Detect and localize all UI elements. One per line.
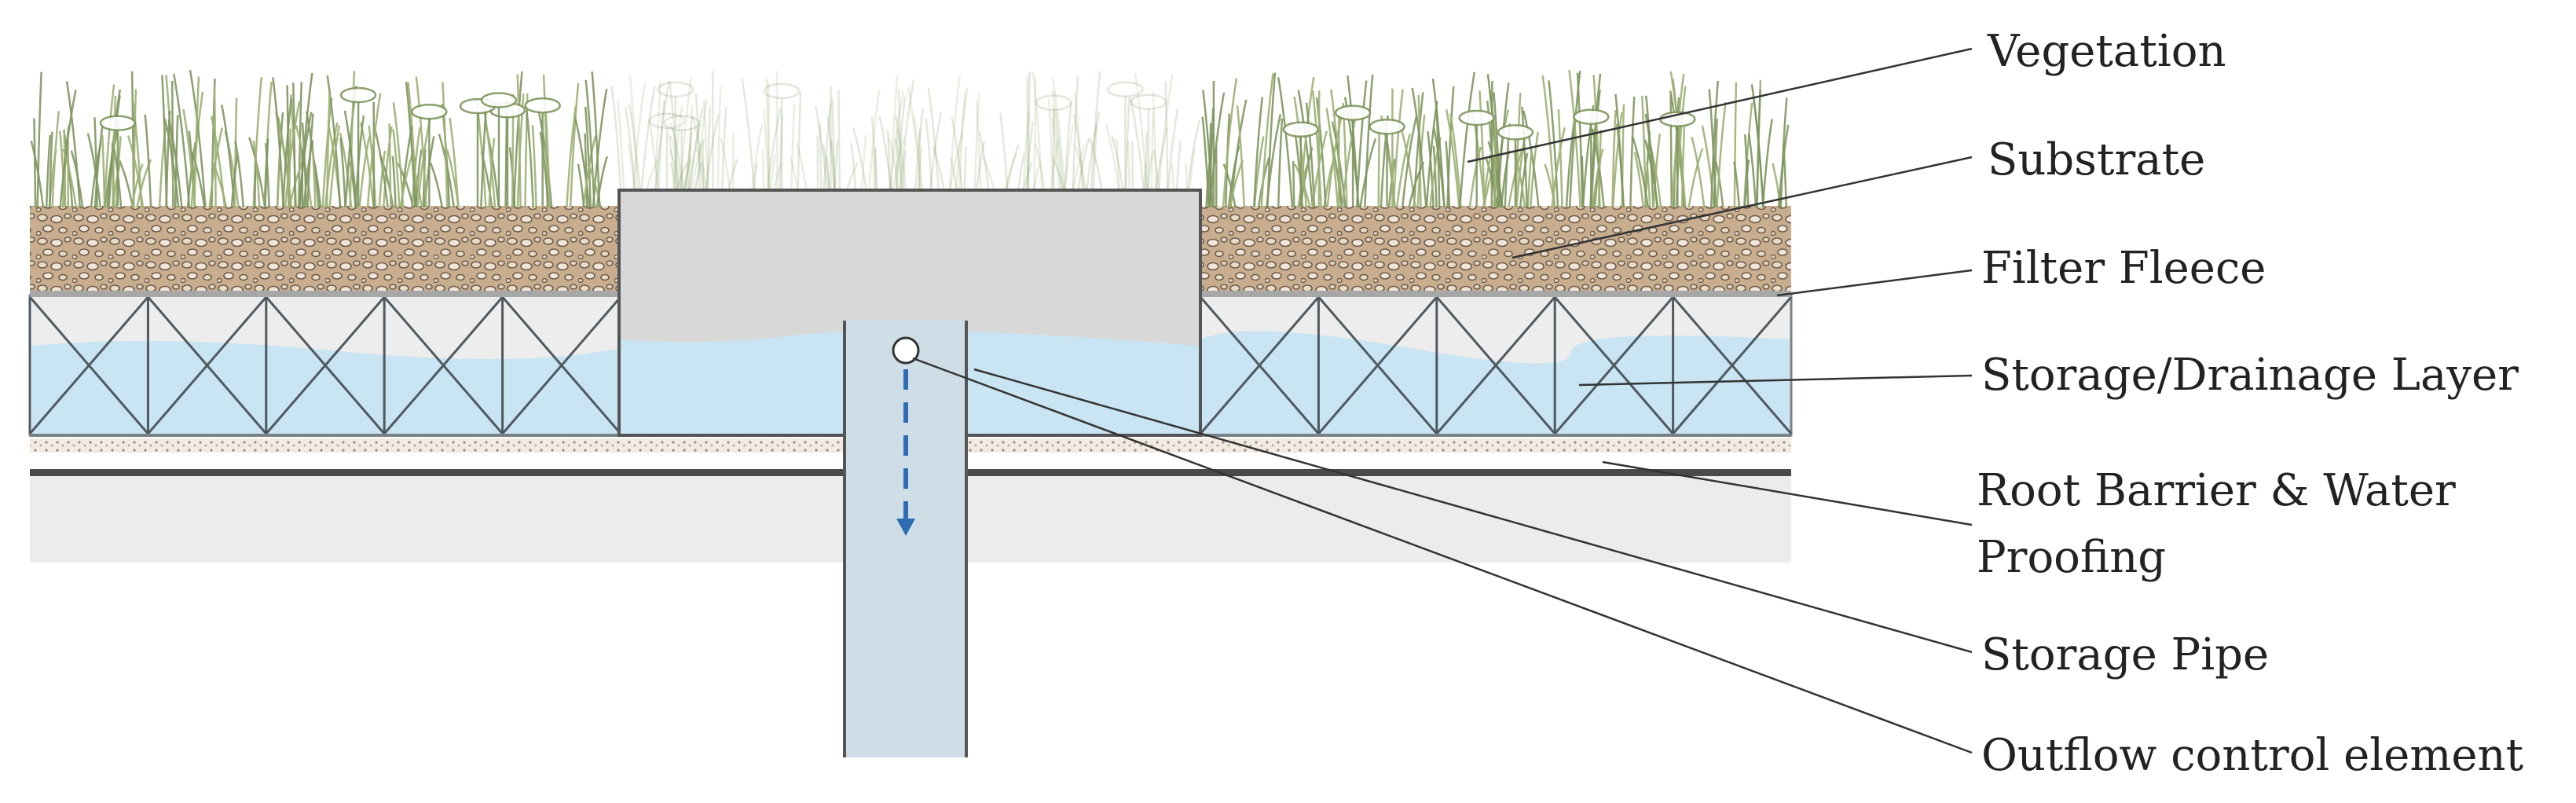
vegetation-layer — [30, 69, 1790, 208]
storage-pipe — [843, 321, 968, 757]
label-root-barrier-line2: Proofing — [1977, 532, 2166, 583]
leader-storage-drainage — [1578, 374, 1973, 387]
label-root-barrier-line1: Root Barrier & Water — [1977, 465, 2456, 516]
outflow-control-element — [892, 336, 920, 365]
leader-substrate — [1512, 156, 1973, 259]
label-filter-fleece: Filter Fleece — [1981, 243, 2266, 294]
leader-vegetation — [1467, 47, 1973, 163]
label-storage-pipe: Storage Pipe — [1981, 629, 2269, 680]
label-outflow-control: Outflow control element — [1981, 730, 2524, 781]
label-vegetation: Vegetation — [1987, 26, 2226, 77]
label-storage-drainage: Storage/Drainage Layer — [1981, 350, 2519, 401]
leader-filter-fleece — [1776, 269, 1973, 297]
flow-arrow-head — [896, 519, 915, 536]
substrate-left — [30, 206, 621, 291]
leader-root-barrier — [1602, 460, 1973, 526]
substrate-right — [1200, 206, 1791, 291]
label-substrate: Substrate — [1988, 134, 2205, 185]
leader-outflow-control — [912, 357, 1973, 754]
leader-storage-pipe — [973, 368, 1973, 654]
